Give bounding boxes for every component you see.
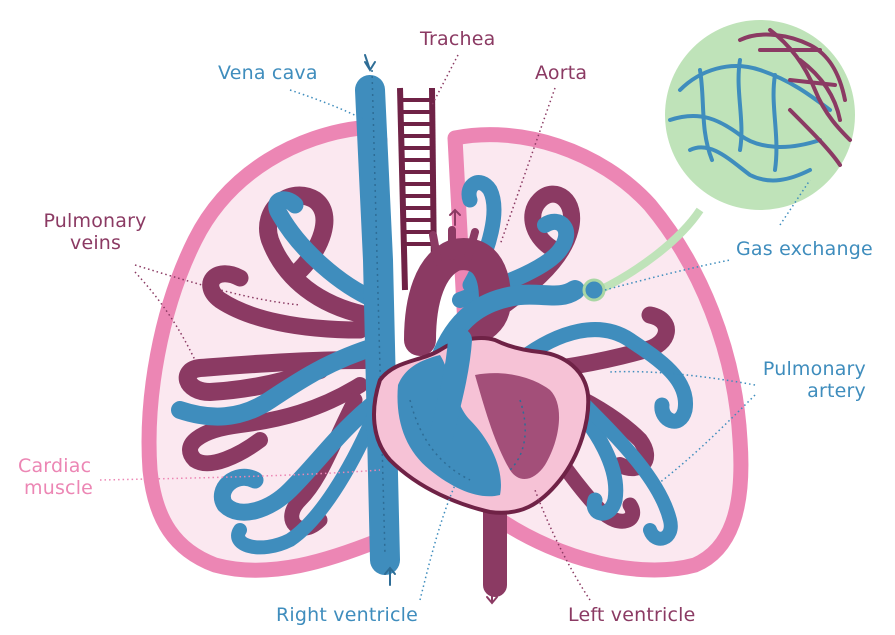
label-pulmonary-veins: Pulmonary veins xyxy=(40,210,150,254)
label-pulmonary-artery-line2: artery xyxy=(756,380,866,402)
label-pulmonary-artery-line1: Pulmonary xyxy=(756,358,866,380)
gas-exchange-point xyxy=(584,280,604,300)
label-vena-cava: Vena cava xyxy=(218,62,318,84)
label-pulmonary-veins-line2: veins xyxy=(70,232,150,254)
label-trachea: Trachea xyxy=(420,28,496,50)
vena-cava xyxy=(370,90,385,560)
label-right-ventricle: Right ventricle xyxy=(276,604,418,626)
leader-trachea xyxy=(432,55,458,105)
label-aorta: Aorta xyxy=(535,62,587,84)
arrow-vena-cava-in xyxy=(365,55,375,70)
label-cardiac-muscle: Cardiac muscle xyxy=(18,455,93,499)
label-pulmonary-artery: Pulmonary artery xyxy=(756,358,866,402)
leader-right-ventricle xyxy=(420,485,455,600)
label-left-ventricle: Left ventricle xyxy=(568,604,696,626)
label-gas-exchange: Gas exchange xyxy=(736,238,873,260)
label-cardiac-muscle-line2: muscle xyxy=(24,477,93,499)
label-cardiac-muscle-line1: Cardiac xyxy=(18,455,93,477)
label-pulmonary-veins-line1: Pulmonary xyxy=(40,210,150,232)
leader-vena-cava xyxy=(290,90,365,120)
